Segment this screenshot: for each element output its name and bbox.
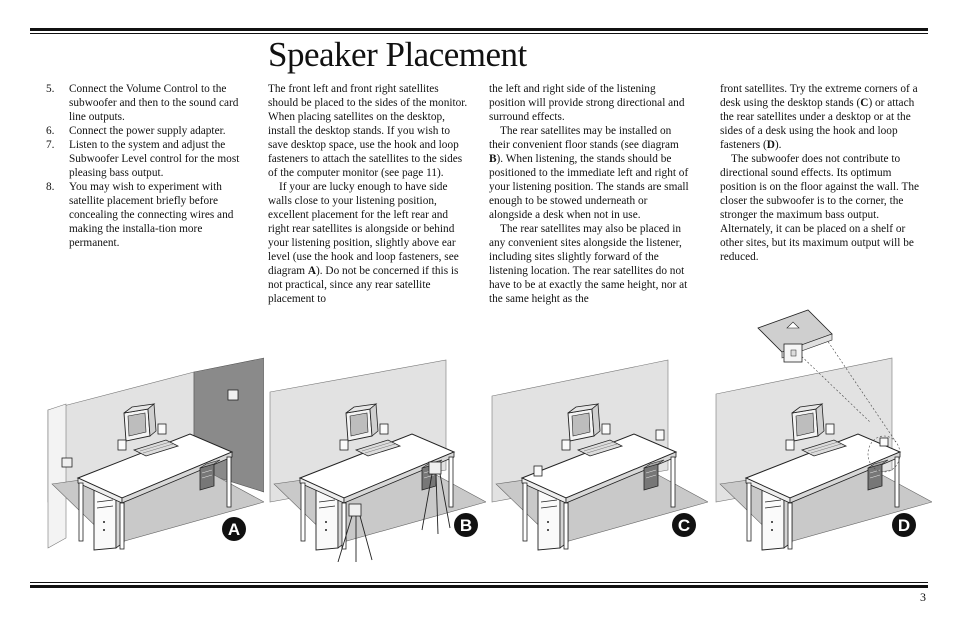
diagram-reference: A <box>307 265 317 277</box>
wall-mounted-satellite <box>227 389 239 401</box>
paragraph: The rear satellites may be installed on … <box>489 124 693 222</box>
paragraph-text: ). <box>774 139 782 151</box>
diagram-reference: D <box>766 139 775 151</box>
page-number: 3 <box>920 590 926 604</box>
paragraph-text: The rear satellites may be installed on … <box>489 125 679 151</box>
diagram-d-under-desk: D <box>715 309 932 551</box>
wall-mounted-satellite <box>61 457 73 468</box>
paragraph-text: front satellites. Try the extreme corner… <box>720 83 918 109</box>
item-text: Listen to the system and adjust the Subw… <box>69 139 240 179</box>
page-title: Speaker Placement <box>268 35 527 74</box>
floor-stand-right <box>421 461 451 535</box>
list-item: 6. Connect the power supply adapter. <box>46 124 246 138</box>
corner-satellite <box>655 429 665 441</box>
instructions-column: 5. Connect the Volume Control to the subw… <box>46 82 246 250</box>
diagram-badge <box>222 517 246 541</box>
item-number: 5. <box>46 83 55 95</box>
item-number: 7. <box>46 139 55 151</box>
item-text: Connect the Volume Control to the subwoo… <box>69 83 239 123</box>
list-item: 7. Listen to the system and adjust the Su… <box>46 138 246 180</box>
diagram-reference: B <box>489 153 497 165</box>
list-item: 8. You may wish to experiment with satell… <box>46 180 246 250</box>
text-column-2: The front left and front right satellite… <box>268 82 468 306</box>
diagram-label: B <box>460 516 472 535</box>
paragraph: If your are lucky enough to have side wa… <box>268 180 468 306</box>
item-number: 6. <box>46 125 55 137</box>
list-item: 5. Connect the Volume Control to the subw… <box>46 82 246 124</box>
paragraph: front satellites. Try the extreme corner… <box>720 82 930 152</box>
paragraph-text: ). Do not be concerned if this is not pr… <box>268 265 459 305</box>
top-rule-thick <box>30 28 928 31</box>
paragraph: the left and right side of the listening… <box>489 83 685 123</box>
paragraph: The rear satellites may also be placed i… <box>489 223 688 305</box>
diagram-a-side-walls: A <box>47 357 264 551</box>
paragraph: The subwoofer does not contribute to dir… <box>720 153 920 263</box>
top-rule-thin <box>30 33 928 34</box>
detail-inset <box>757 309 901 473</box>
under-desk-satellite <box>879 437 889 447</box>
diagram-label: A <box>228 520 240 539</box>
bottom-rule-thin <box>30 582 928 583</box>
item-text: You may wish to experiment with satellit… <box>69 181 234 249</box>
diagram-b-floor-stands: B <box>269 359 486 562</box>
paragraph-text: ) or attach the rear satellites under a … <box>720 97 915 151</box>
text-column-4: front satellites. Try the extreme corner… <box>720 82 930 264</box>
instruction-list: 5. Connect the Volume Control to the subw… <box>46 82 246 250</box>
item-number: 8. <box>46 181 55 193</box>
text-column-3: the left and right side of the listening… <box>489 82 693 306</box>
corner-satellite <box>533 465 543 477</box>
diagram-reference: C <box>860 97 869 109</box>
diagram-badge <box>672 513 696 537</box>
diagram-badge <box>454 513 478 537</box>
paragraph-text: ). When listening, the stands should be … <box>489 153 689 221</box>
paragraph: The front left and front right satellite… <box>268 83 468 179</box>
diagram-badge <box>892 513 916 537</box>
near-wall <box>47 403 67 549</box>
bottom-rule-thick <box>30 585 928 588</box>
diagram-label: D <box>898 516 910 535</box>
paragraph-text: If your are lucky enough to have side wa… <box>268 181 459 277</box>
item-text: Connect the power supply adapter. <box>69 125 226 137</box>
diagram-c-desk-corners: C <box>491 359 708 551</box>
diagram-label: C <box>678 516 690 535</box>
floor-stand-left <box>337 503 373 562</box>
